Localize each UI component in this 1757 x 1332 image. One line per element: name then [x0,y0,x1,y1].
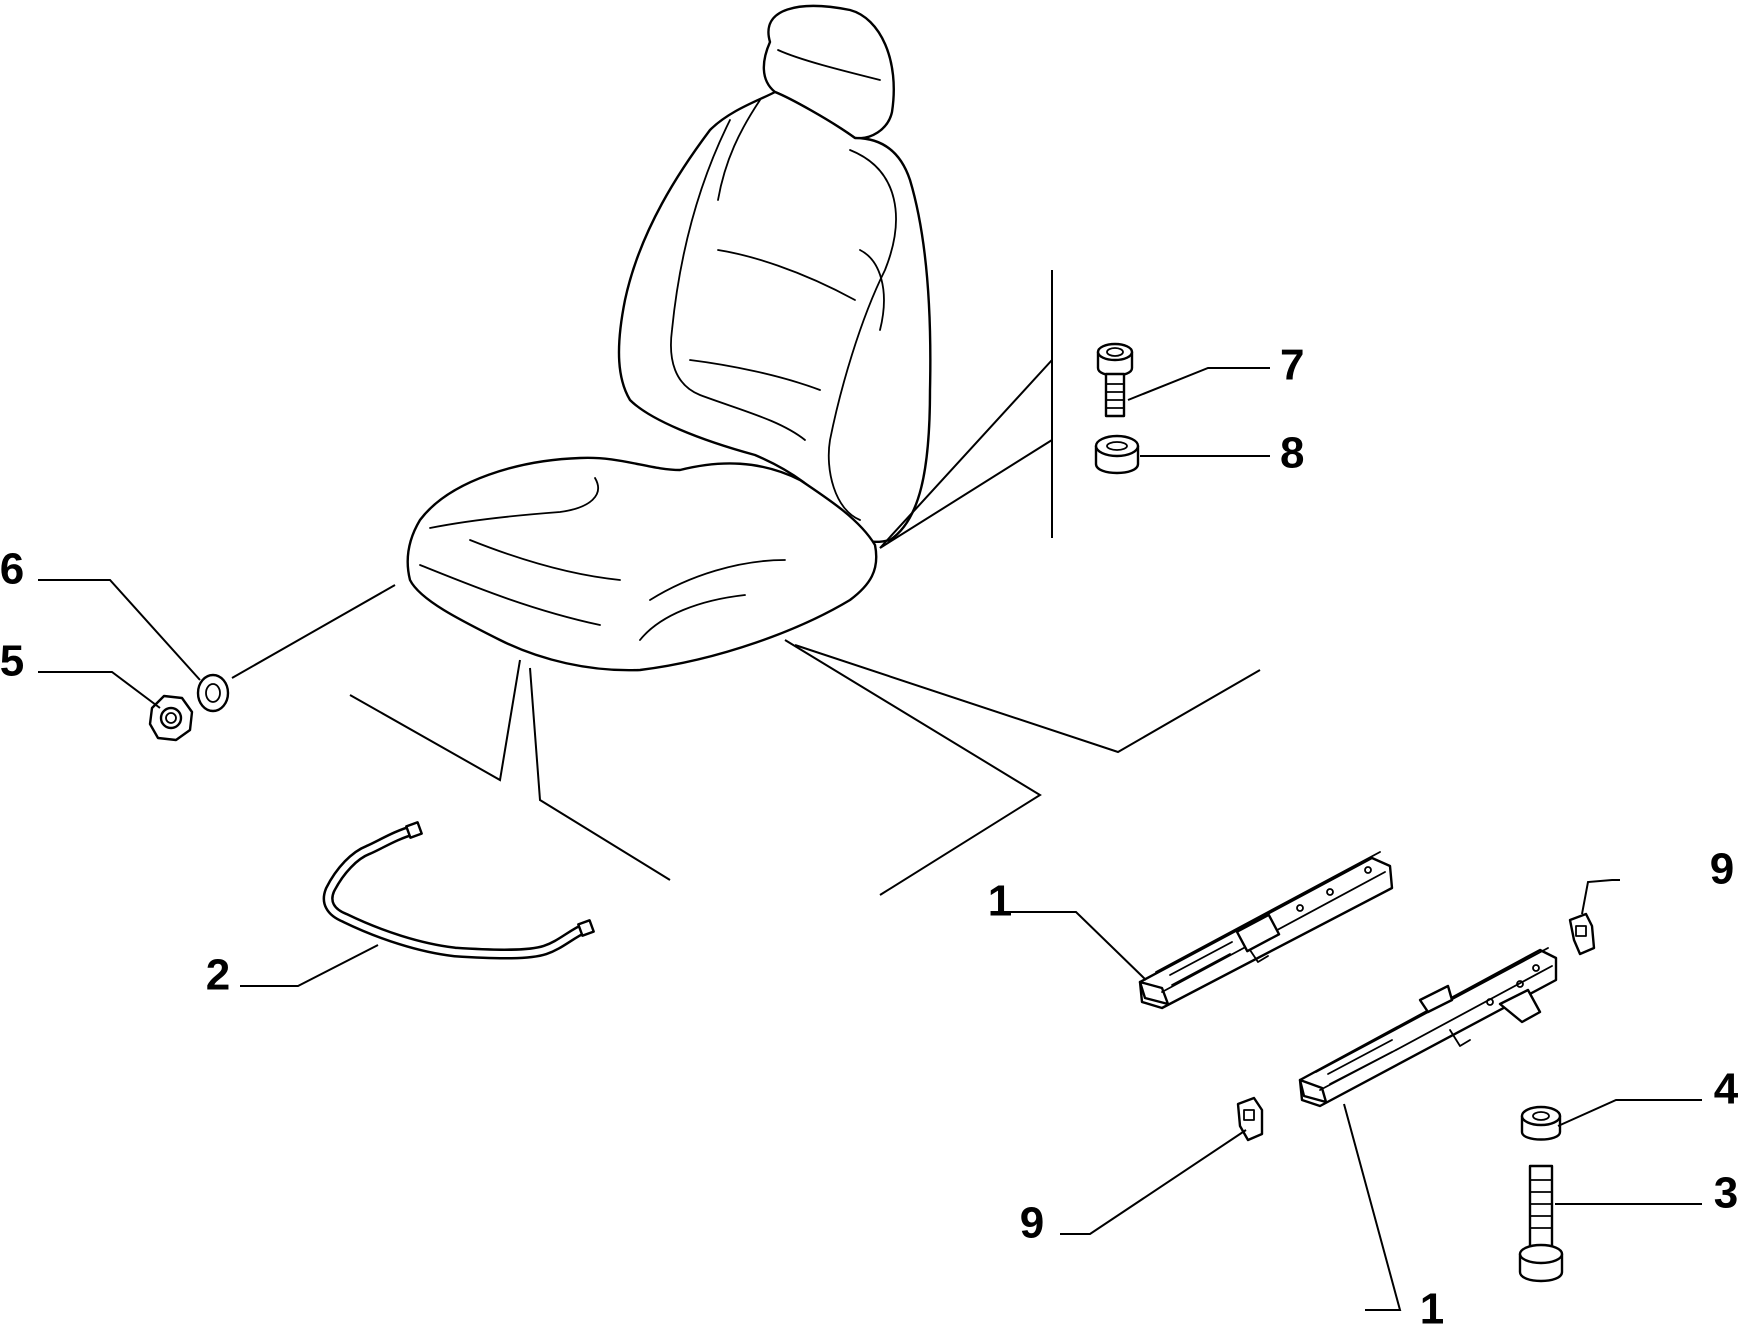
callout-2: 2 [206,951,230,1000]
callout-7: 7 [1280,341,1304,390]
part-2-rod [322,821,595,960]
part-1-seat-rail-lower [1298,947,1558,1108]
callout-4: 4 [1714,1065,1739,1114]
callout-1-upper: 1 [988,877,1012,926]
assembly-lines [231,270,1261,896]
part-8-spacer [1094,434,1140,475]
part-9-clip-lower [1236,1096,1264,1142]
seat-illustration [406,4,932,672]
callout-1-lower: 1 [1420,1285,1444,1332]
part-7-bolt [1096,342,1134,418]
callout-6: 6 [0,545,24,594]
part-5-nut [148,694,194,742]
callout-8: 8 [1280,429,1304,478]
callout-9-lower: 9 [1020,1199,1044,1248]
part-1-seat-rail-upper [1138,851,1394,1010]
callout-3: 3 [1714,1169,1738,1218]
part-6-washer [196,673,230,713]
leader-lines [38,367,1702,1311]
part-4-nut [1520,1105,1562,1141]
part-9-clip-upper [1568,912,1596,956]
part-3-bolt [1518,1164,1564,1283]
callout-9-upper: 9 [1710,845,1734,894]
callout-5: 5 [0,637,24,686]
callout-labels: 7 8 6 5 2 1 9 9 4 3 1 [0,341,1739,1332]
